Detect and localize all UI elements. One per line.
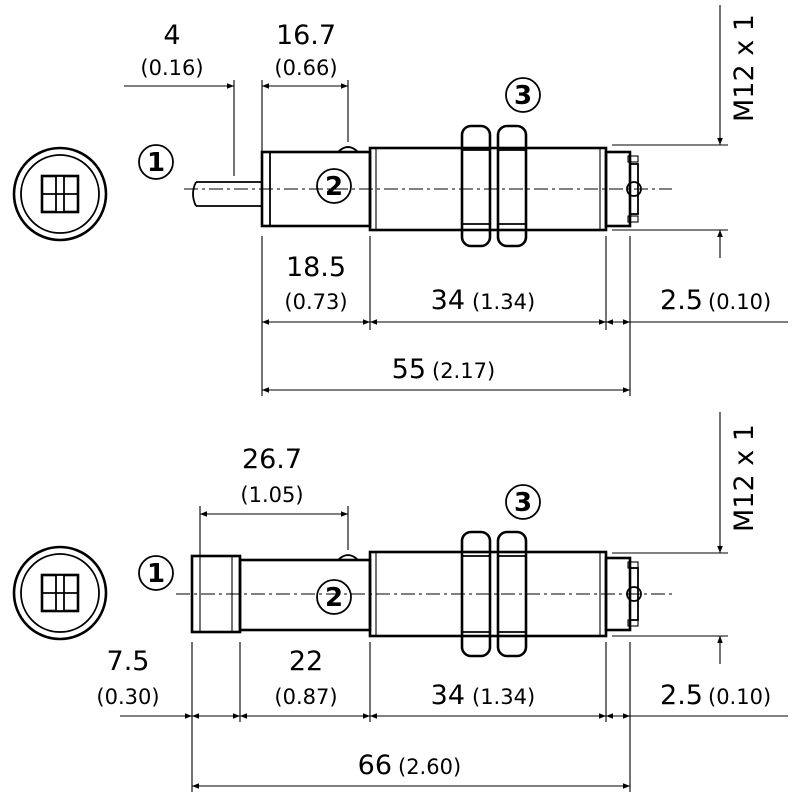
top-nut-1 [460, 124, 492, 248]
top-dim-total-mm: 55 [392, 354, 426, 385]
svg-text:3: 3 [514, 488, 532, 518]
svg-text:1: 1 [147, 148, 165, 178]
top-dim-thread-in: (1.34) [472, 290, 535, 314]
top-dim-cable-in: (0.16) [140, 56, 203, 80]
bottom-callout-1: 1 [138, 555, 174, 591]
bottom-front-view [12, 545, 108, 641]
bottom-dim-total-mm: 66 [358, 750, 392, 781]
top-dim-body-mm: 18.5 [286, 252, 346, 283]
bottom-dim-body-mm: 22 [289, 646, 323, 677]
top-dim-led-in: (0.66) [274, 56, 337, 80]
top-nut-2 [496, 124, 528, 248]
cable-variant-drawing: 1 2 3 4 (0.16) 16.7 (0.66) 18.5 (0.73) [12, 5, 788, 396]
bottom-dim-led-in: (1.05) [240, 483, 303, 507]
bottom-dim-cap-in: (0.10) [708, 685, 771, 709]
svg-text:1: 1 [147, 559, 165, 589]
bottom-callout-3: 3 [505, 484, 541, 520]
top-callout-1: 1 [138, 144, 174, 180]
top-cable [192, 80, 262, 207]
top-dim-cable-mm: 4 [163, 20, 180, 51]
bottom-dim-led-mm: 26.7 [242, 444, 302, 475]
top-dim-cap-in: (0.10) [708, 290, 771, 314]
bottom-dim-conn-mm: 7.5 [107, 646, 150, 677]
top-front-view [12, 146, 108, 242]
top-dim-thread-mm: 34 [431, 285, 465, 316]
top-thread-label: M12 x 1 [729, 14, 760, 122]
top-callout-2: 2 [316, 168, 352, 204]
bottom-thread-label: M12 x 1 [729, 424, 760, 532]
svg-text:2: 2 [325, 172, 343, 202]
connector-variant-drawing: 1 2 3 26.7 (1.05) 7.5 (0.30) 22 (0.8 [12, 412, 788, 792]
bottom-dim-body-in: (0.87) [274, 685, 337, 709]
bottom-dim-conn-in: (0.30) [96, 685, 159, 709]
top-dim-total-in: (2.17) [432, 359, 495, 383]
top-callout-3: 3 [505, 77, 541, 113]
bottom-dim-cap-mm: 2.5 [660, 680, 703, 711]
svg-text:2: 2 [325, 583, 343, 613]
bottom-dim-thread-in: (1.34) [472, 685, 535, 709]
svg-text:3: 3 [514, 81, 532, 111]
bottom-dim-thread-mm: 34 [431, 680, 465, 711]
bottom-dim-total-in: (2.60) [398, 755, 461, 779]
top-dim-body-in: (0.73) [284, 290, 347, 314]
bottom-callout-2: 2 [316, 579, 352, 615]
top-dim-cap-mm: 2.5 [660, 285, 703, 316]
top-dim-led-mm: 16.7 [276, 20, 336, 51]
